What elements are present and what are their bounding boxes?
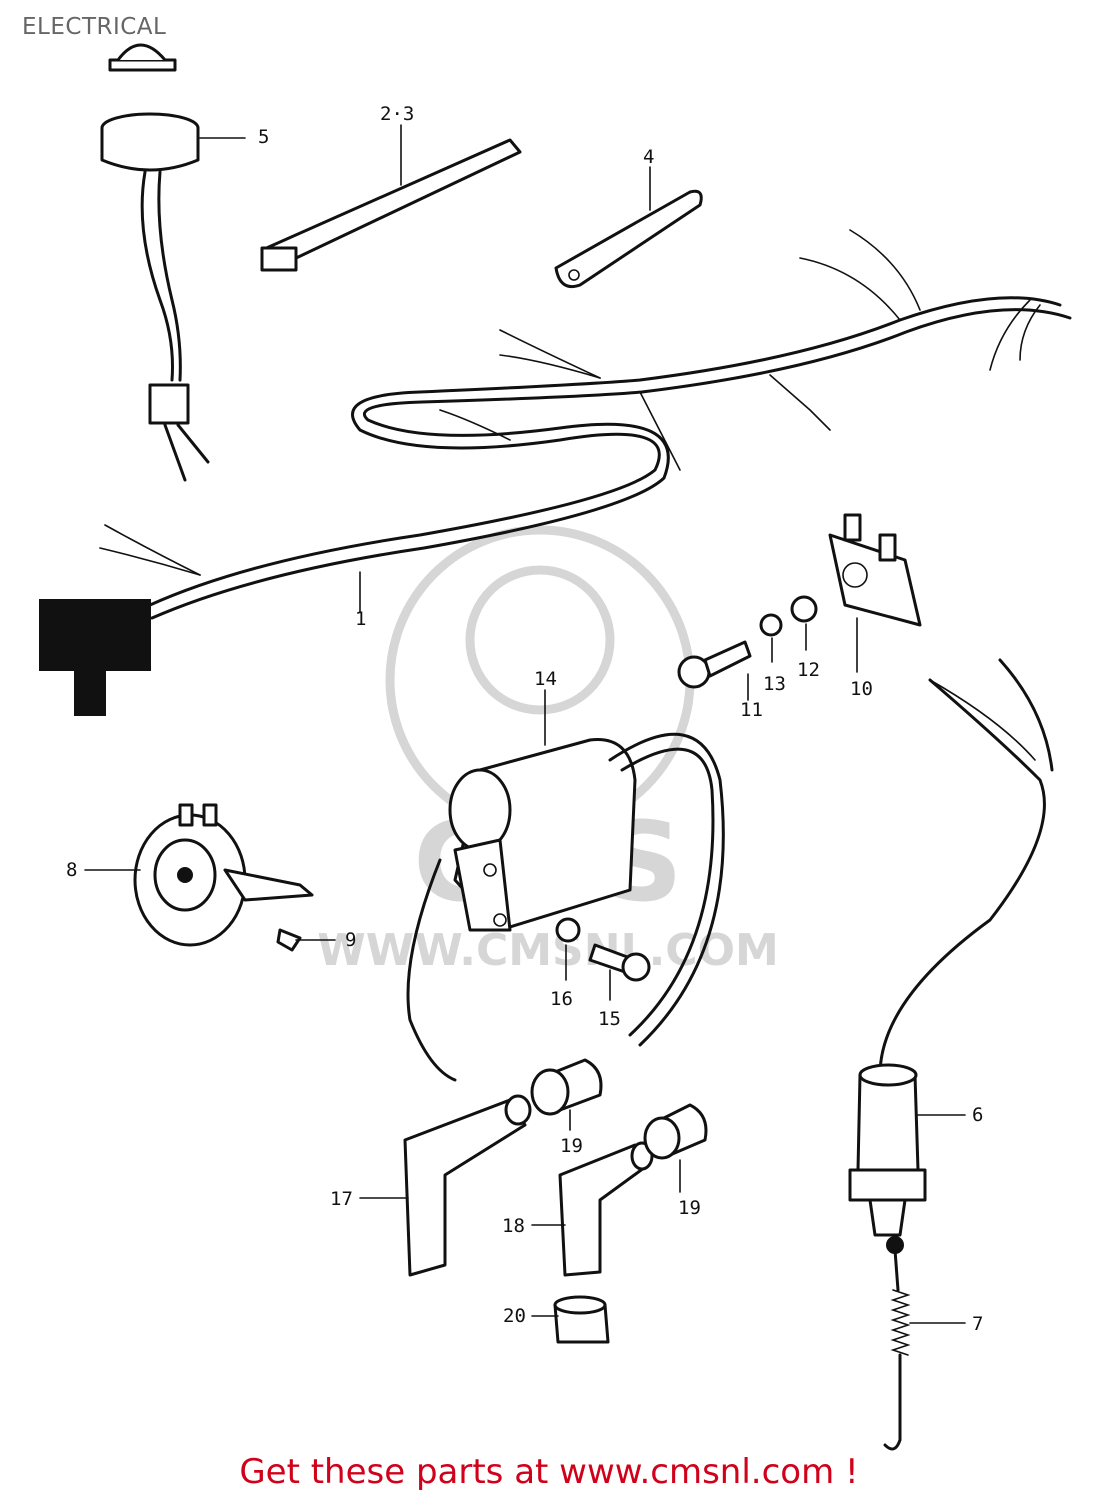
ignition-coil — [406, 732, 725, 1082]
spring — [883, 1248, 911, 1451]
leader-lines — [84, 124, 966, 1324]
page-title: ELECTRICAL — [22, 14, 167, 40]
horn-screw — [276, 928, 302, 952]
callout-1: 1 — [355, 608, 366, 630]
callout-19-a: 19 — [560, 1135, 583, 1157]
callout-14: 14 — [534, 668, 557, 690]
wire-band — [260, 138, 522, 272]
cable-clamp — [554, 189, 703, 289]
callout-12: 12 — [797, 659, 820, 681]
screw-and-washers — [677, 595, 818, 689]
coil-bolt-and-washer — [555, 917, 651, 982]
cap-ring-20 — [553, 1295, 610, 1344]
callout-10: 10 — [850, 678, 873, 700]
callout-16: 16 — [550, 988, 573, 1010]
callout-18: 18 — [502, 1215, 525, 1237]
callout-4: 4 — [643, 146, 654, 168]
regulator — [828, 513, 922, 627]
spark-plug-cap-18 — [558, 1141, 654, 1277]
callout-20: 20 — [503, 1305, 526, 1327]
seal-19-b — [643, 1103, 708, 1160]
callout-13: 13 — [763, 673, 786, 695]
spark-plug-cap-17 — [403, 1094, 532, 1277]
callout-2-3: 2·3 — [380, 103, 414, 125]
callout-11: 11 — [740, 699, 763, 721]
seal-19-a — [530, 1058, 603, 1116]
callout-19-b: 19 — [678, 1197, 701, 1219]
callout-6: 6 — [972, 1104, 983, 1126]
callout-8: 8 — [66, 859, 77, 881]
footer-cta: Get these parts at www.cmsnl.com ! — [239, 1452, 859, 1492]
horn — [133, 803, 314, 947]
callout-5: 5 — [258, 126, 269, 148]
callout-17: 17 — [330, 1188, 353, 1210]
callout-7: 7 — [972, 1313, 983, 1335]
callout-9: 9 — [345, 929, 356, 951]
stop-switch — [848, 658, 1054, 1254]
ignition-switch — [100, 43, 210, 482]
callout-15: 15 — [598, 1008, 621, 1030]
wire-harness — [39, 229, 1072, 716]
